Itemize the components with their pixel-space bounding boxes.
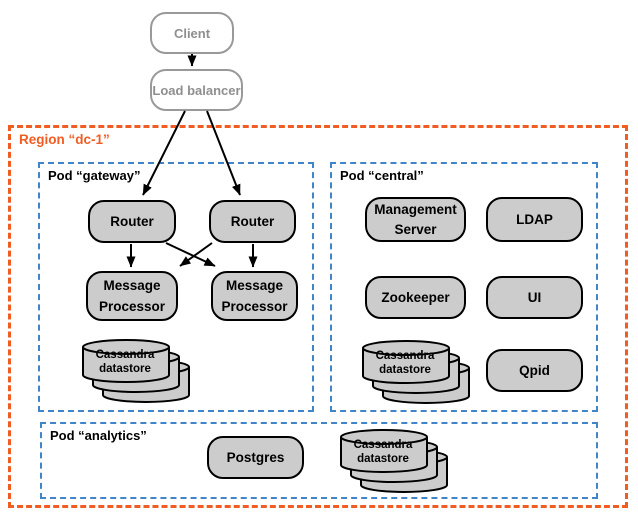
cassandra-central-line1: Cassandra bbox=[375, 350, 435, 362]
pod-central-box: Pod “central” bbox=[330, 162, 598, 412]
cassandra-central-label: Cassandra datastore bbox=[361, 349, 449, 377]
node-load-balancer-label: Load balancer bbox=[152, 82, 241, 98]
node-message-processor-2-line1: Message bbox=[225, 278, 284, 293]
node-qpid-label: Qpid bbox=[519, 363, 550, 378]
node-client: Client bbox=[150, 12, 234, 54]
node-management-server-line1: Management bbox=[374, 201, 457, 217]
database-stack-icon bbox=[340, 429, 448, 493]
pod-central-label: Pod “central” bbox=[340, 168, 424, 183]
node-message-processor-2-line2: Processor bbox=[221, 299, 288, 314]
pod-gateway-label: Pod “gateway” bbox=[48, 168, 141, 183]
cassandra-gateway-label: Cassandra datastore bbox=[81, 348, 169, 376]
node-message-processor-1-line2: Processor bbox=[98, 299, 166, 314]
node-ui-label: UI bbox=[527, 290, 542, 305]
node-ldap: LDAP bbox=[486, 197, 583, 242]
node-qpid: Qpid bbox=[486, 349, 583, 392]
cassandra-central-line2: datastore bbox=[379, 364, 431, 376]
node-cassandra-datastore-gateway: Cassandra datastore bbox=[81, 338, 191, 406]
node-message-processor-1: Message Processor bbox=[86, 271, 178, 321]
cassandra-analytics-label: Cassandra datastore bbox=[339, 438, 427, 466]
node-postgres-label: Postgres bbox=[226, 450, 285, 465]
database-stack-icon bbox=[362, 340, 470, 404]
region-dc-1-label: Region “dc-1” bbox=[19, 132, 110, 147]
node-load-balancer: Load balancer bbox=[150, 69, 243, 111]
pod-analytics-label: Pod “analytics” bbox=[50, 428, 147, 443]
node-router-1-label: Router bbox=[110, 214, 154, 229]
node-router-2: Router bbox=[209, 200, 296, 243]
node-management-server: Management Server bbox=[365, 197, 466, 242]
node-cassandra-datastore-analytics: Cassandra datastore bbox=[339, 428, 449, 496]
node-cassandra-datastore-central: Cassandra datastore bbox=[361, 339, 471, 407]
cassandra-analytics-line2: datastore bbox=[357, 453, 409, 465]
node-zookeeper: Zookeeper bbox=[365, 276, 466, 319]
node-router-1: Router bbox=[88, 200, 176, 243]
node-ui: UI bbox=[486, 276, 583, 319]
node-management-server-line2: Server bbox=[394, 221, 437, 237]
cassandra-gateway-line1: Cassandra bbox=[95, 349, 155, 361]
database-stack-icon bbox=[82, 339, 190, 403]
node-message-processor-2: Message Processor bbox=[211, 271, 298, 321]
pod-analytics-box: Pod “analytics” bbox=[40, 422, 598, 499]
node-client-label: Client bbox=[173, 25, 211, 41]
node-router-2-label: Router bbox=[230, 214, 275, 229]
node-message-processor-1-line1: Message bbox=[103, 278, 161, 293]
cassandra-gateway-line2: datastore bbox=[99, 363, 151, 375]
region-dc-1-box: Region “dc-1” bbox=[8, 125, 628, 508]
cassandra-analytics-line1: Cassandra bbox=[353, 439, 413, 451]
node-postgres: Postgres bbox=[207, 436, 304, 479]
node-zookeeper-label: Zookeeper bbox=[381, 290, 450, 305]
node-ldap-label: LDAP bbox=[516, 212, 553, 227]
